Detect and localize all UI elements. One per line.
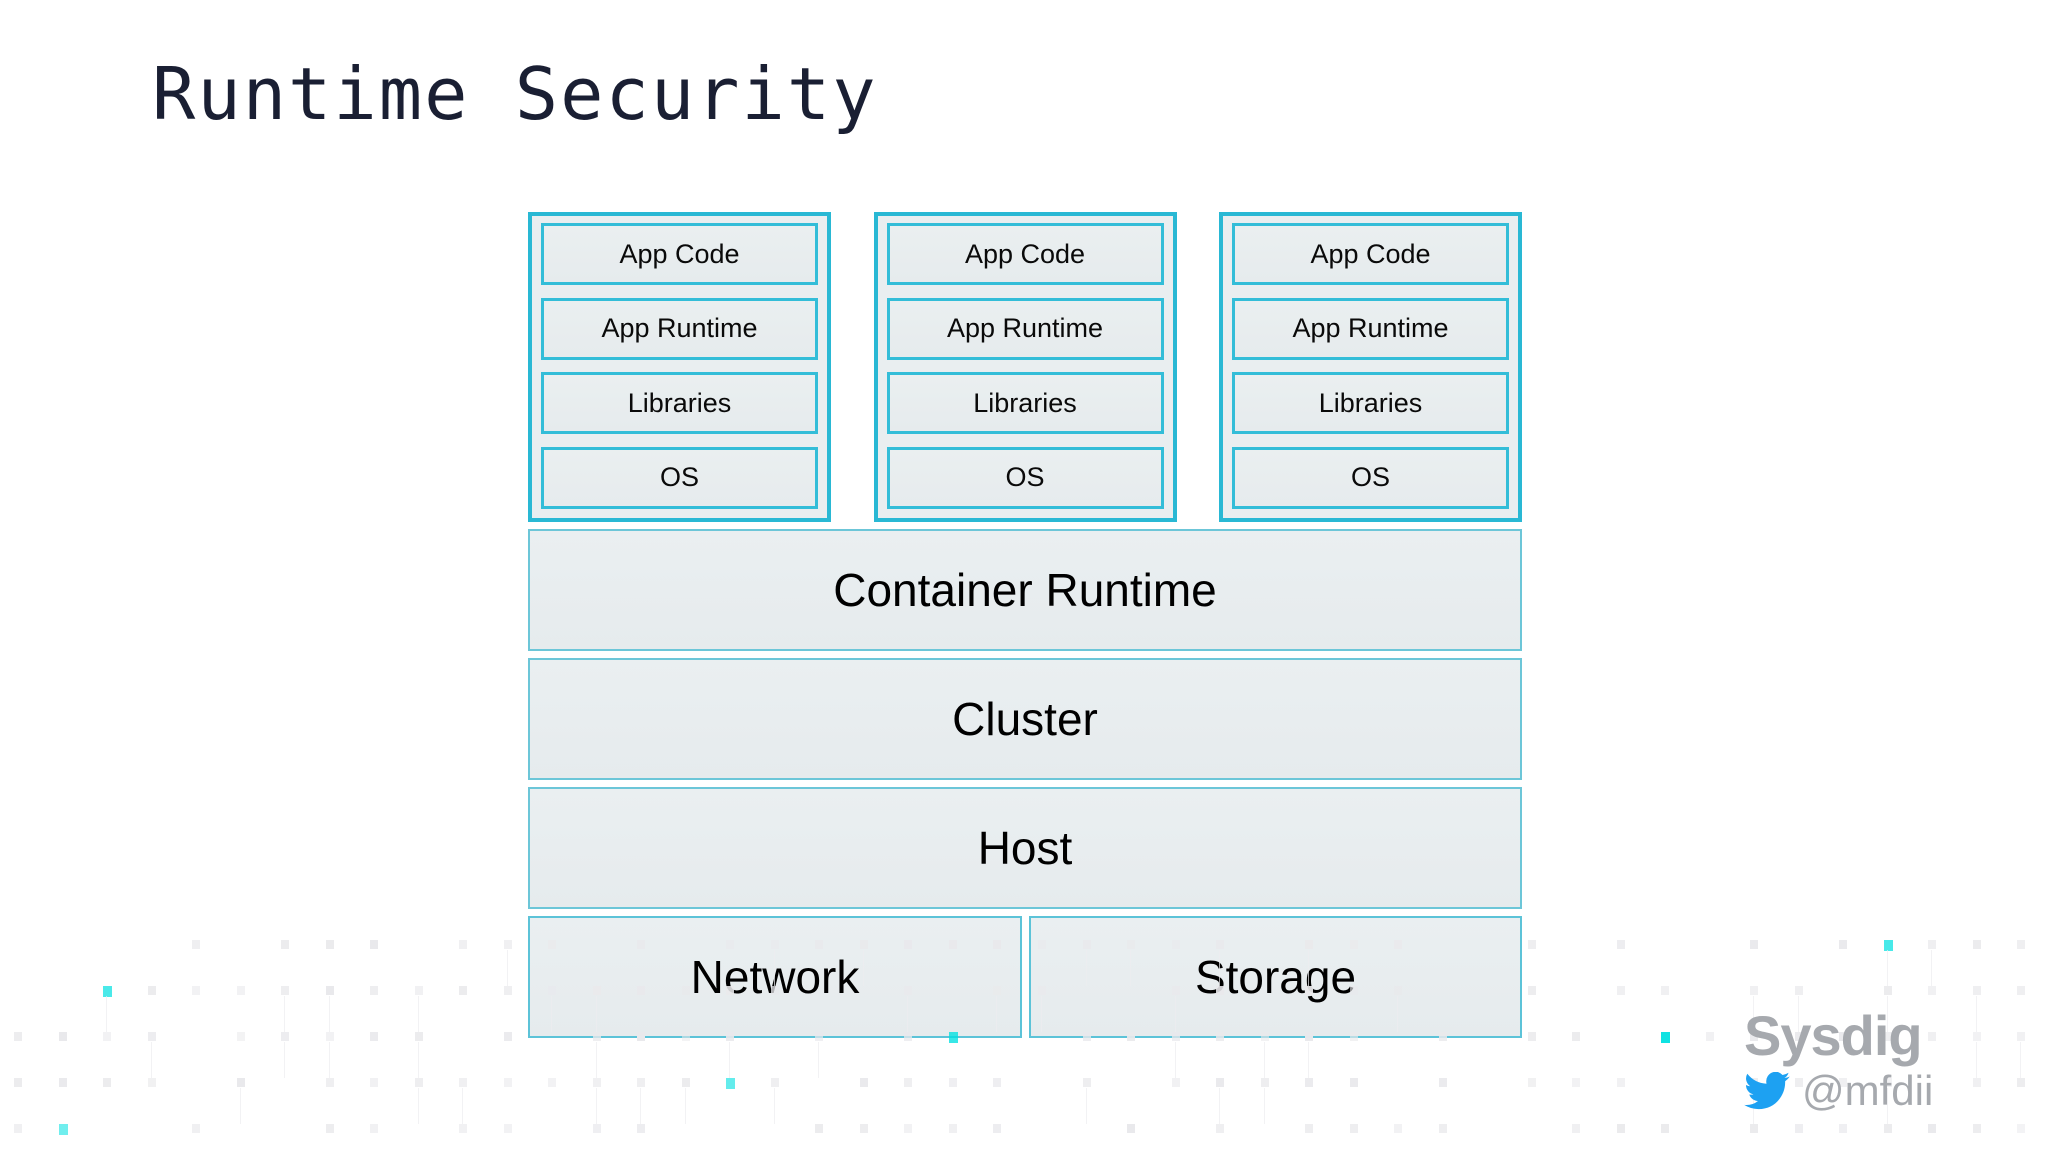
layer-app-code: App Code: [541, 223, 818, 285]
containers-row: App Code App Runtime Libraries OS App Co…: [528, 212, 1522, 522]
layer-app-runtime: App Runtime: [1232, 297, 1509, 360]
bar-container-runtime: Container Runtime: [528, 529, 1522, 651]
page-title: Runtime Security: [152, 52, 878, 136]
bar-network-storage-row: Network Storage: [528, 916, 1522, 1038]
layer-os: OS: [1232, 446, 1509, 509]
branding: Sysdig @mfdii: [1744, 1008, 1974, 1112]
layer-app-code: App Code: [1232, 223, 1509, 285]
sysdig-logo-text: Sysdig: [1744, 1004, 1923, 1067]
layer-libraries: Libraries: [1232, 372, 1509, 435]
layer-app-code: App Code: [886, 223, 1164, 285]
bar-host: Host: [528, 787, 1522, 909]
twitter-bird-icon: [1744, 1072, 1790, 1110]
container-column-1: App Code App Runtime Libraries OS: [528, 212, 831, 522]
bar-network: Network: [528, 916, 1022, 1038]
architecture-diagram: App Code App Runtime Libraries OS App Co…: [528, 212, 1522, 1038]
layer-os: OS: [541, 446, 818, 509]
layer-os: OS: [886, 446, 1164, 509]
layer-libraries: Libraries: [541, 372, 818, 435]
container-column-3: App Code App Runtime Libraries OS: [1219, 212, 1522, 522]
container-column-2: App Code App Runtime Libraries OS: [873, 212, 1177, 522]
layer-app-runtime: App Runtime: [541, 297, 818, 360]
bar-storage: Storage: [1029, 916, 1522, 1038]
twitter-handle-text: @mfdii: [1802, 1067, 1934, 1114]
twitter-handle-row: @mfdii: [1744, 1070, 1974, 1112]
layer-app-runtime: App Runtime: [886, 297, 1164, 360]
layer-libraries: Libraries: [886, 372, 1164, 435]
bar-cluster: Cluster: [528, 658, 1522, 780]
